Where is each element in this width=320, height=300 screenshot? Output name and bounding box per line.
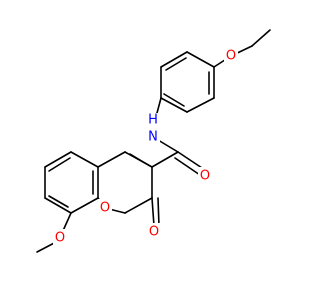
amide-nh-bg xyxy=(146,113,160,145)
ring-oxygen-label: O xyxy=(100,201,110,216)
bond-line xyxy=(70,151,99,168)
bond-line xyxy=(157,197,160,227)
bond-line xyxy=(48,157,71,172)
bond-line xyxy=(124,197,153,214)
ring-oxygen-bg xyxy=(98,199,112,215)
bond-line xyxy=(97,151,126,168)
amide-hydrogen-label: H xyxy=(148,113,158,128)
methoxy-oxygen-label: O xyxy=(55,231,65,246)
lactone-oxygen-bg xyxy=(147,223,161,239)
methoxy-oxygen-bg xyxy=(53,229,67,245)
bond-line xyxy=(129,153,151,167)
bond-line xyxy=(160,97,188,113)
bond-line xyxy=(151,197,155,227)
amide-oxygen-label: O xyxy=(200,169,210,184)
bond-line xyxy=(70,197,99,214)
bond-line xyxy=(165,57,187,71)
molecule-structure-drawing: O H N O O O O xyxy=(36,29,271,253)
bond-line xyxy=(44,197,72,214)
bond-line xyxy=(151,151,179,168)
bond-line xyxy=(44,151,72,168)
bond-line xyxy=(251,29,271,47)
ethoxy-oxygen-bg xyxy=(224,47,238,63)
bond-line xyxy=(163,93,185,107)
bond-line xyxy=(186,51,215,68)
molecule-canvas: O H N O O O O xyxy=(36,29,271,253)
bond-line xyxy=(174,157,201,176)
bond-line xyxy=(160,51,188,68)
amide-nitrogen-label: N xyxy=(148,130,158,145)
lactone-carbonyl-oxygen-label: O xyxy=(149,225,159,240)
ethoxy-oxygen-label: O xyxy=(226,49,236,64)
bond-line xyxy=(186,97,215,113)
bond-line xyxy=(48,195,69,208)
amide-oxygen-bg xyxy=(198,167,212,183)
